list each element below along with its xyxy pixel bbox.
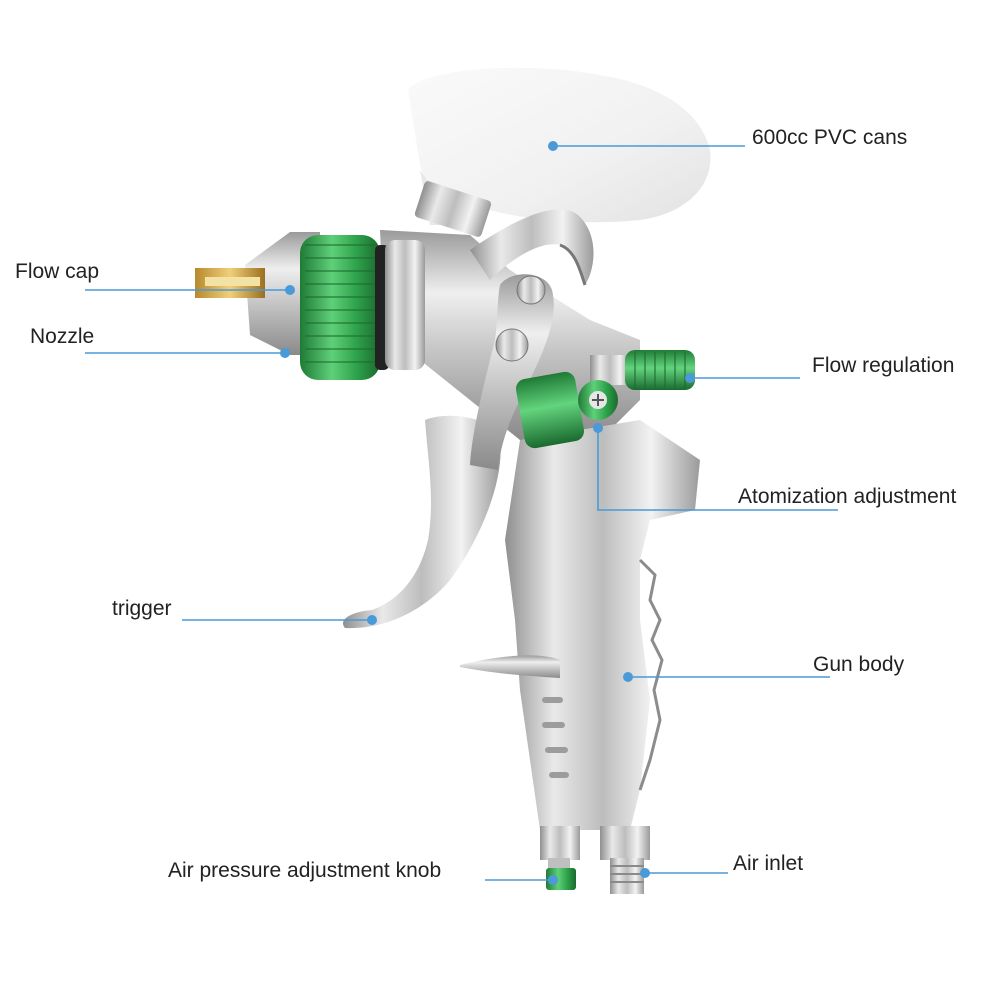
cup-nut: [414, 181, 492, 237]
dot-air-inlet: [640, 868, 650, 878]
dot-nozzle: [280, 348, 290, 358]
dot-flow-cap: [285, 285, 295, 295]
label-cup: 600cc PVC cans: [752, 126, 908, 149]
leader-atomization: [597, 428, 838, 511]
dot-cup: [548, 141, 558, 151]
leader-dots: [280, 141, 695, 885]
grip: [460, 420, 700, 830]
label-trigger: trigger: [112, 597, 172, 620]
bottom-fittings: [540, 826, 650, 894]
dot-flow-regulation: [685, 373, 695, 383]
trigger-shape: [343, 274, 554, 629]
atomization-knob: [515, 371, 618, 449]
label-air-inlet: Air inlet: [733, 852, 804, 875]
label-air-pressure-knob: Air pressure adjustment knob: [168, 859, 442, 882]
label-flow-cap: Flow cap: [15, 260, 100, 283]
nozzle-assembly: [195, 232, 425, 380]
label-flow-regulation: Flow regulation: [812, 354, 955, 377]
label-nozzle: Nozzle: [30, 325, 95, 348]
dot-gun-body: [623, 672, 633, 682]
label-gun-body: Gun body: [813, 653, 905, 676]
label-atomization-adjustment: Atomization adjustment: [738, 485, 957, 508]
dot-air-knob: [548, 875, 558, 885]
dot-atomization: [593, 423, 603, 433]
leader-lines: [85, 145, 838, 881]
flow-knob: [590, 350, 695, 390]
dot-trigger: [367, 615, 377, 625]
